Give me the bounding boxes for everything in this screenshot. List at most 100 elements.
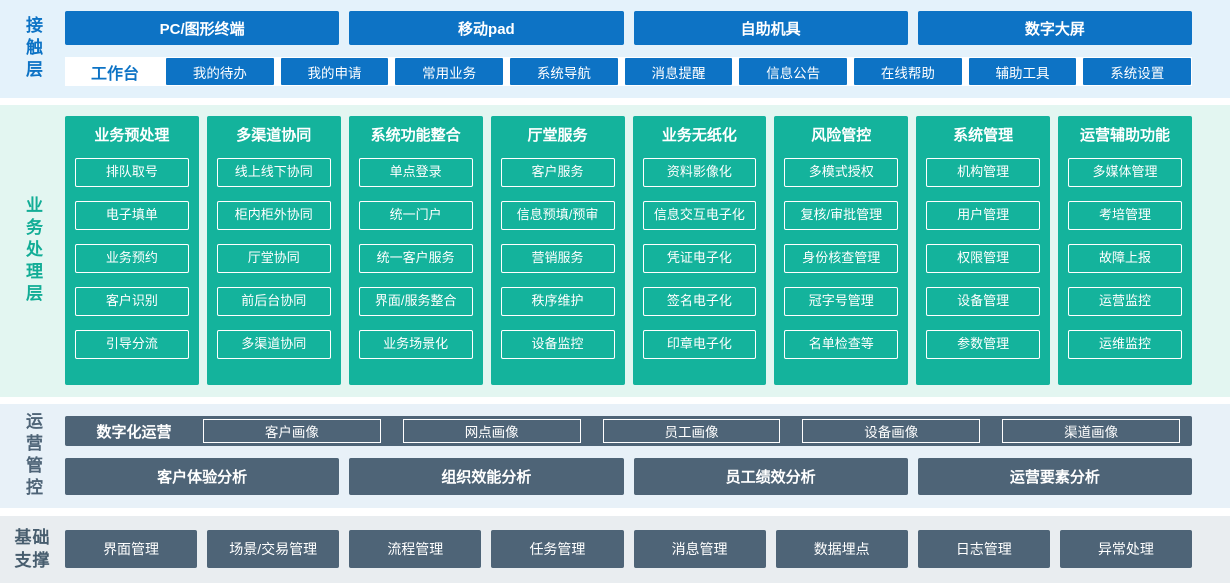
profile-item: 网点画像: [402, 419, 581, 443]
business-column-title: 厅堂服务: [527, 126, 588, 144]
digital-operations-strip: 数字化运营 客户画像网点画像员工画像设备画像渠道画像: [65, 416, 1192, 446]
digital-operations-label: 数字化运营: [96, 423, 172, 441]
workbench-items: 我的待办我的申请常用业务系统导航消息提醒信息公告在线帮助辅助工具系统设置: [165, 57, 1193, 86]
analysis-box: 运营要素分析: [917, 458, 1192, 495]
foundation-item: 日志管理: [917, 530, 1050, 568]
business-column-items: 多模式授权复核/审批管理身份核查管理冠字号管理名单检查等: [774, 152, 908, 359]
foundation-item: 数据埋点: [775, 530, 908, 568]
business-column: 厅堂服务客户服务信息预填/预审营销服务秩序维护设备监控: [490, 116, 625, 385]
business-column-items: 客户服务信息预填/预审营销服务秩序维护设备监控: [491, 152, 625, 359]
workbench-label: 工作台: [90, 65, 139, 83]
business-column: 系统功能整合单点登录统一门户统一客户服务界面/服务整合业务场景化: [348, 116, 483, 385]
business-layer-content: 业务预处理排队取号电子填单业务预约客户识别引导分流多渠道协同线上线下协同柜内柜外…: [65, 105, 1230, 397]
profile-item: 员工画像: [602, 419, 781, 443]
profile-items: 客户画像网点画像员工画像设备画像渠道画像: [203, 419, 1180, 443]
foundation-item: 任务管理: [491, 530, 624, 568]
business-column: 多渠道协同线上线下协同柜内柜外协同厅堂协同前后台协同多渠道协同: [206, 116, 341, 385]
foundation-row: 界面管理场景/交易管理流程管理任务管理消息管理数据埋点日志管理异常处理: [65, 530, 1192, 568]
business-column-items: 单点登录统一门户统一客户服务界面/服务整合业务场景化: [349, 152, 483, 359]
foundation-item: 异常处理: [1059, 530, 1192, 568]
workbench-item: 我的申请: [279, 57, 390, 86]
analysis-box: 客户体验分析: [65, 458, 340, 495]
business-column: 业务无纸化资料影像化信息交互电子化凭证电子化签名电子化印章电子化: [632, 116, 767, 385]
business-item: 秩序维护: [500, 287, 615, 316]
business-item: 客户识别: [75, 287, 189, 316]
business-item: 身份核查管理: [784, 244, 899, 273]
business-item: 运营监控: [1068, 287, 1182, 316]
business-item: 营销服务: [500, 244, 615, 273]
business-item: 信息交互电子化: [642, 201, 757, 230]
business-item: 权限管理: [926, 244, 1041, 273]
analysis-box: 组织效能分析: [349, 458, 624, 495]
foundation-layer-band: 基础支撑 界面管理场景/交易管理流程管理任务管理消息管理数据埋点日志管理异常处理: [0, 516, 1230, 583]
business-layer-label-text: 业务处理层: [23, 196, 42, 306]
business-item: 签名电子化: [642, 287, 757, 316]
profile-item: 渠道画像: [1002, 419, 1180, 443]
foundation-item: 消息管理: [633, 530, 766, 568]
profile-item: 客户画像: [203, 419, 381, 443]
business-item: 用户管理: [926, 201, 1041, 230]
workbench-item: 辅助工具: [967, 57, 1078, 86]
business-item: 凭证电子化: [642, 244, 757, 273]
business-column-items: 资料影像化信息交互电子化凭证电子化签名电子化印章电子化: [633, 152, 767, 359]
business-item: 参数管理: [926, 330, 1041, 359]
business-column-title: 系统功能整合: [370, 126, 461, 144]
business-item: 单点登录: [358, 158, 473, 187]
profile-item: 设备画像: [802, 419, 981, 443]
business-item: 排队取号: [75, 158, 189, 187]
business-column-title: 业务无纸化: [661, 126, 737, 144]
workbench-item: 信息公告: [738, 57, 849, 86]
business-item: 界面/服务整合: [358, 287, 473, 316]
operations-layer-label: 运营管控: [0, 404, 65, 508]
business-column: 风险管控多模式授权复核/审批管理身份核查管理冠字号管理名单检查等: [774, 116, 909, 385]
foundation-layer-content: 界面管理场景/交易管理流程管理任务管理消息管理数据埋点日志管理异常处理: [65, 516, 1230, 583]
operations-layer-content: 数字化运营 客户画像网点画像员工画像设备画像渠道画像 客户体验分析组织效能分析员…: [65, 404, 1230, 508]
workbench-item: 在线帮助: [853, 57, 963, 86]
foundation-item: 流程管理: [349, 530, 482, 568]
business-item: 机构管理: [926, 158, 1041, 187]
business-column-title: 系统管理: [953, 126, 1014, 144]
business-item: 多模式授权: [784, 158, 899, 187]
terminal-box: PC/图形终端: [65, 11, 340, 45]
workbench-item: 系统设置: [1082, 57, 1193, 86]
foundation-layer-label: 基础支撑: [0, 516, 65, 583]
operations-layer-band: 运营管控 数字化运营 客户画像网点画像员工画像设备画像渠道画像 客户体验分析组织…: [0, 404, 1230, 508]
business-column-title: 运营辅助功能: [1080, 126, 1171, 144]
workbench-item: 消息提醒: [623, 57, 734, 86]
business-column-title: 业务预处理: [94, 126, 170, 144]
business-item: 故障上报: [1068, 244, 1182, 273]
business-item: 设备管理: [926, 287, 1041, 316]
business-item: 冠字号管理: [784, 287, 899, 316]
business-column-items: 线上线下协同柜内柜外协同厅堂协同前后台协同多渠道协同: [207, 152, 341, 359]
terminal-box: 数字大屏: [917, 11, 1192, 45]
business-item: 统一客户服务: [358, 244, 473, 273]
business-item: 客户服务: [500, 158, 615, 187]
business-item: 业务预约: [75, 244, 189, 273]
business-item: 复核/审批管理: [784, 201, 899, 230]
analysis-row: 客户体验分析组织效能分析员工绩效分析运营要素分析: [65, 458, 1192, 495]
workbench-item: 系统导航: [509, 57, 619, 86]
business-columns: 业务预处理排队取号电子填单业务预约客户识别引导分流多渠道协同线上线下协同柜内柜外…: [65, 116, 1192, 385]
terminal-box: 自助机具: [633, 11, 908, 45]
business-item: 设备监控: [500, 330, 615, 359]
business-item: 业务场景化: [358, 330, 473, 359]
business-item: 前后台协同: [216, 287, 331, 316]
foundation-item: 场景/交易管理: [207, 530, 340, 568]
foundation-item: 界面管理: [65, 530, 198, 568]
business-item: 线上线下协同: [216, 158, 331, 187]
business-item: 信息预填/预审: [500, 201, 615, 230]
business-item: 名单检查等: [784, 330, 899, 359]
business-item: 印章电子化: [642, 330, 757, 359]
business-item: 运维监控: [1068, 330, 1182, 359]
workbench-item: 常用业务: [394, 57, 505, 86]
business-item: 厅堂协同: [216, 244, 331, 273]
business-item: 考培管理: [1068, 201, 1182, 230]
analysis-box: 员工绩效分析: [633, 458, 908, 495]
workbench-item: 我的待办: [165, 57, 275, 86]
business-item: 引导分流: [75, 330, 189, 359]
contact-layer-label-text: 接触层: [23, 16, 42, 82]
business-column-title: 多渠道协同: [236, 126, 312, 144]
